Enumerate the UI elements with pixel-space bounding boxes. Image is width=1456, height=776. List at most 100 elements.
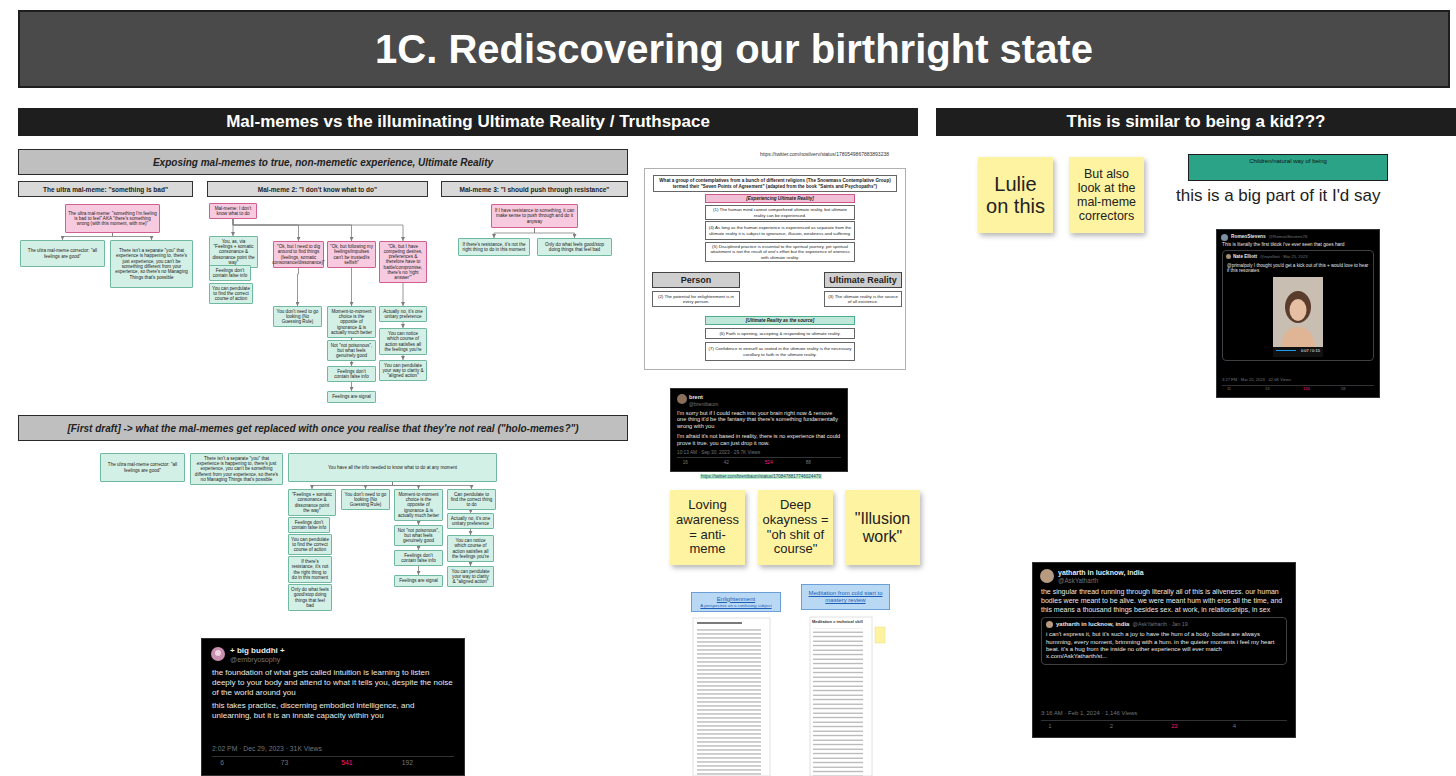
heading-line <box>697 622 742 624</box>
video-thumbnail <box>1273 277 1323 357</box>
box-text: Deep okayness = "oh shit of course" <box>762 498 829 556</box>
section-header: Mal-memes vs the illuminating Ultimate R… <box>18 108 918 136</box>
author-name: brent <box>689 394 703 401</box>
engagement-count: 16 <box>677 460 718 466</box>
box-text: Actually no, it's one unitary preference <box>450 516 491 527</box>
box-text: Lulie on this <box>982 173 1049 218</box>
avatar <box>1226 254 1231 259</box>
corrector-box: Feelings are signal <box>327 391 376 403</box>
author-handle: @RomeoStevens76 <box>1269 234 1308 239</box>
mal-meme-box: The ultra mal-meme: "something I'm feeli… <box>65 204 160 233</box>
corrector-box: Feelings don't contain false info <box>209 265 251 281</box>
corrector-box: Moment-to-moment choice is the opposite … <box>394 489 443 521</box>
box-text: "Ok, but I have competing desires, prefe… <box>382 244 424 281</box>
author-handle: @brentbaum <box>689 401 841 407</box>
video-time: 0:07 / 0:15 <box>1300 348 1321 353</box>
box-text: [Experiencing Ultimate Reality] <box>746 196 814 201</box>
corrector-box: You can notice which course of action sa… <box>447 535 494 562</box>
mal-meme-box: If I have resistance to something, it ca… <box>491 204 578 228</box>
link-title: Meditation from cold start to mastery re… <box>804 590 887 604</box>
avatar <box>211 647 225 661</box>
corrector-box: The ultra mal-meme corrector: "all feeli… <box>100 453 185 482</box>
text-lines <box>813 628 869 776</box>
mal-meme-box: Mal-meme: I don't know what to do <box>209 203 257 219</box>
tweet-meta: 2:02 PM · Dec 29, 2023 · 31K Views <box>212 745 454 757</box>
column-header: Mal-meme 3: "I should push through resis… <box>441 181 628 197</box>
mini-sticky <box>875 627 885 643</box>
box-text: You don't need to go looking (No Guessin… <box>276 309 319 325</box>
box-text: But also look at the mal-meme correctors <box>1073 167 1140 223</box>
avatar-circle <box>1040 569 1054 583</box>
avatar <box>1221 234 1228 241</box>
sticky-note: "Illusion work" <box>845 490 920 565</box>
engagement-count: 58 <box>1336 387 1374 392</box>
tweet-text: I'm afraid it's not based in reality, th… <box>677 433 841 447</box>
author-handle: @AskYatharth · Jan 19 <box>1132 621 1187 627</box>
corrector-box: You have all the info needed to know wha… <box>288 453 497 482</box>
sticky-note: Loving awareness = anti-meme <box>670 490 745 565</box>
corrector-box: There isn't a separate "you" that experi… <box>110 240 193 288</box>
box-text: Loving awareness = anti-meme <box>674 498 741 556</box>
category-bar: [Experiencing Ultimate Reality] <box>705 194 855 203</box>
tweet-card: + big buddhi +@embryosophythe foundation… <box>201 638 465 776</box>
title-text: 1C. Rediscovering our birthright state <box>375 27 1093 72</box>
author-name: + big buddhi + <box>230 646 285 656</box>
diagram-panel: What a group of contemplatives from a bu… <box>644 168 906 370</box>
corrector-box: Actually no, it's one unitary preference <box>379 306 427 322</box>
box-text: You have all the info needed to know wha… <box>328 465 457 470</box>
avatar-circle <box>1226 254 1231 259</box>
author-name: RomeoStevens <box>1231 234 1266 240</box>
connector <box>494 228 535 238</box>
connector <box>113 233 152 240</box>
box-text: Actually no, it's one unitary preference <box>382 309 424 320</box>
mal-meme-box: "Ok, but following my feelings/impulses … <box>327 241 376 268</box>
box-text: Moment-to-moment choice is the opposite … <box>397 492 440 518</box>
connector <box>63 233 113 240</box>
connector <box>403 283 404 306</box>
column-header: The ultra mal-meme: "something is bad" <box>18 181 193 197</box>
corrector-box: Only do what feels good/stop doing thing… <box>288 584 332 611</box>
corrector-box: You can pendulate to find the correct co… <box>209 283 253 304</box>
tweet-card: yatharth in lucknow, india@AskYatharthth… <box>1032 562 1296 738</box>
avatar-circle <box>211 647 225 661</box>
section-banner: Exposing mal-memes to true, non-memetic … <box>18 149 628 175</box>
document-thumbnail <box>810 617 872 776</box>
corrector-box: The ultra mal-meme corrector: "all feeli… <box>20 240 105 267</box>
corrector-box: You can pendulate your way to clarity & … <box>447 566 494 587</box>
corrector-box: You don't need to go looking (No Guessin… <box>273 306 322 327</box>
box-text: "Ok, but following my feelings/impulses … <box>330 244 373 265</box>
progress-bar <box>1276 350 1296 351</box>
avatar <box>1040 569 1054 583</box>
box-text: Only do what feels good/stop doing thing… <box>540 242 609 253</box>
box-text: You can pendulate to find the correct co… <box>291 537 329 553</box>
tag-box: Children/natural way of being <box>1188 154 1388 181</box>
point-box: (6) Faith is opening, accepting & respon… <box>705 328 855 339</box>
box-text: The ultra mal-meme corrector: "all feeli… <box>103 462 182 473</box>
engagement-count: 1 <box>1041 723 1103 730</box>
note-text: this is a big part of it I'd say <box>1176 186 1381 206</box>
connector <box>535 228 575 238</box>
box-text: If I have resistance to something, it ca… <box>494 208 575 224</box>
corrector-box: Feelings don't contain false info <box>327 366 376 382</box>
avatar <box>677 394 687 404</box>
connector <box>298 268 299 306</box>
box-text: Feelings are signal <box>332 394 371 399</box>
sticky-note: Deep okayness = "oh shit of course" <box>758 490 833 565</box>
tweet-text: This is literally the first tiktok i've … <box>1222 242 1374 248</box>
avatar-circle <box>1046 621 1053 628</box>
tweet-meta: 10:13 AM · Sep 30, 2023 · 29.7K Views <box>677 450 841 459</box>
connector <box>366 482 393 489</box>
category-bar: [Ultimate Reality as the source] <box>705 316 855 325</box>
engagement-count: 73 <box>273 759 334 767</box>
concept-box: Ultimate Reality(3) The ultimate reality… <box>824 272 902 307</box>
tweet-text: I'm sorry but if I could reach into your… <box>677 410 841 430</box>
corrector-box: Feelings don't contain false info <box>394 550 443 566</box>
author-name: yatharth in lucknow, india <box>1056 621 1129 628</box>
box-text: You, as, via "Feelings + somatic consona… <box>212 239 255 265</box>
corrector-box: Feelings don't contain false info <box>288 517 330 533</box>
connector <box>418 566 419 575</box>
box-text: You can notice which course of action sa… <box>450 538 491 559</box>
box-text: Not "not poisonous", but what feels genu… <box>330 343 373 359</box>
link-card: EnlightenmentA perspective on a confusin… <box>691 592 781 612</box>
section-banner: [First draft] -> what the mal-memes get … <box>18 415 628 441</box>
